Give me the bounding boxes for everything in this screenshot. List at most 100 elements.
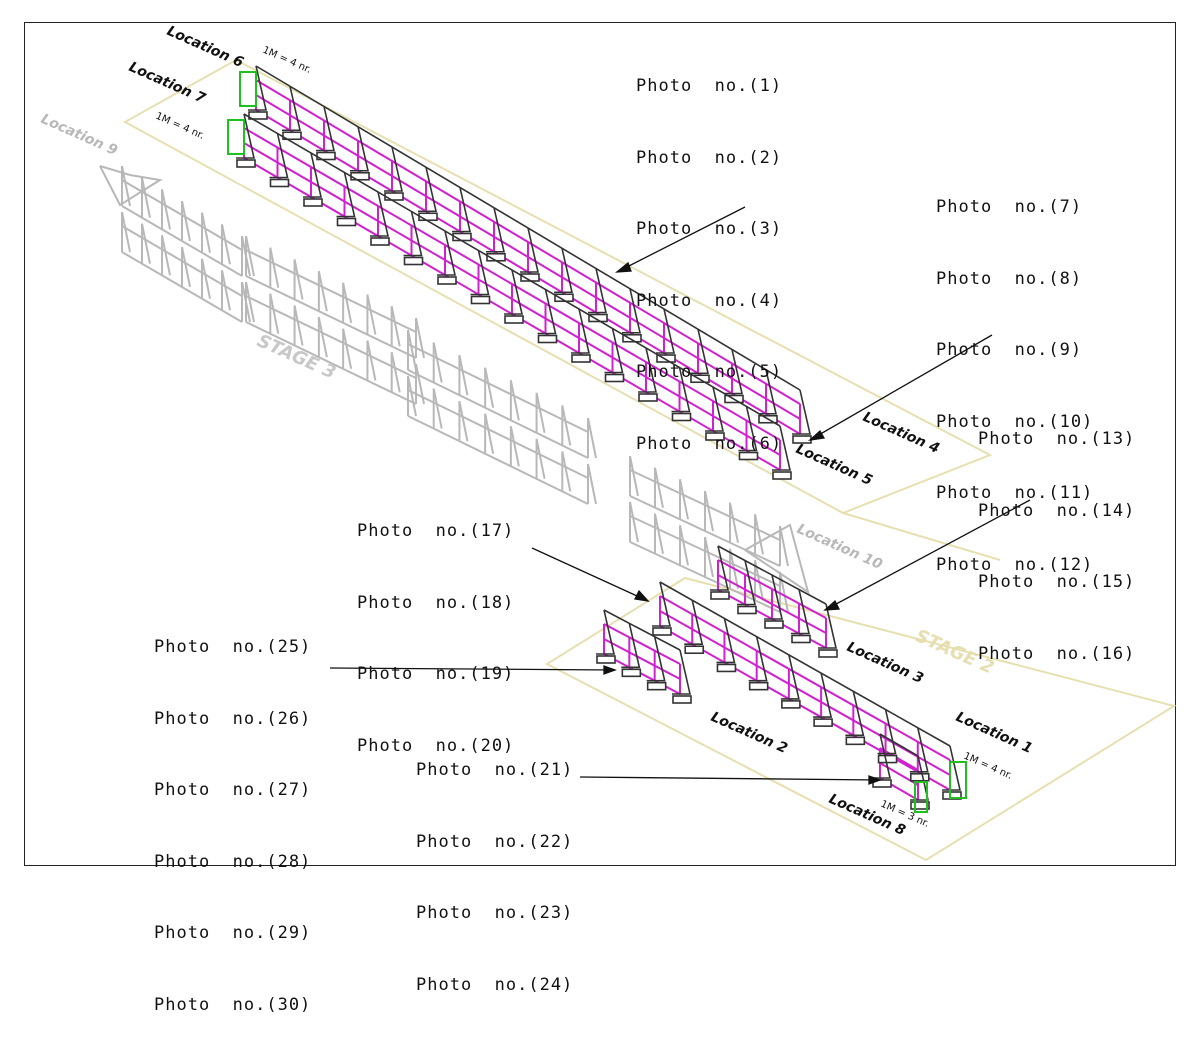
- location-2-short-run-footing: [596, 655, 616, 664]
- location-2-short-run-brace: [596, 609, 616, 655]
- location-9-structure-brace: [161, 189, 171, 230]
- location-7-end-marker: [227, 119, 245, 155]
- stage-3-lower-structure-rail: [407, 415, 589, 505]
- stage-3-lower-structure-brace: [587, 463, 597, 505]
- location-6-run-brace: [656, 308, 676, 354]
- photo-list-25-30: Photo no.(25) Photo no.(26) Photo no.(27…: [154, 597, 311, 1047]
- photo-label: Photo no.(12): [936, 554, 1094, 575]
- location-1-run-footing: [877, 754, 898, 764]
- location-1-run-brace: [845, 691, 865, 737]
- location-3-upper-run-footing: [791, 634, 811, 644]
- location-8-run-brace: [872, 733, 892, 779]
- leader-photo-21-24: [579, 776, 881, 781]
- location-9-structure-brace: [121, 211, 131, 253]
- photo-label: Photo no.(15): [978, 572, 1136, 593]
- stage-3-lower-structure-brace: [432, 388, 443, 429]
- location-3-upper-run-footing: [737, 605, 757, 615]
- location-3-upper-run-strut-line: [717, 545, 827, 605]
- location-6-run-brace: [486, 207, 506, 253]
- location-2-short-run-brace: [621, 623, 641, 669]
- photo-label: Photo no.(21): [416, 760, 574, 780]
- location-7-run-brace: [437, 230, 457, 276]
- location-2-short-run-footing: [646, 681, 667, 691]
- stage-3-lower-structure-brace: [484, 367, 495, 408]
- support-trusses: [236, 65, 962, 810]
- location-1-end-marker: [949, 761, 967, 799]
- stage-3-lower-structure-brace: [509, 426, 520, 467]
- location-3-upper-run-brace: [737, 560, 757, 606]
- leader-photo-7-12: [809, 334, 993, 441]
- stage-3-middle-structure-brace: [245, 235, 255, 277]
- leader-arrows: [329, 206, 1031, 785]
- stage-3-middle-structure-brace: [293, 305, 304, 346]
- stage-upper-outline: [122, 58, 993, 515]
- arrowhead-photo-21-24: [868, 775, 882, 785]
- location-7-run-footing: [336, 217, 357, 227]
- location-1-run-brace: [652, 581, 672, 627]
- location-7-run-brace: [236, 113, 256, 159]
- location-6-run-brace: [622, 288, 642, 334]
- stage-3-lower-structure-brace: [561, 405, 572, 446]
- photo-list-1-6: Photo no.(1) Photo no.(2) Photo no.(3) P…: [636, 36, 782, 486]
- stage-3-lower-structure-brace: [535, 438, 546, 480]
- location-6-run-footing: [588, 313, 608, 323]
- stage-3-lower-structure-brace: [458, 354, 469, 396]
- location-6-run-brace: [554, 248, 574, 294]
- location-1-run-brace: [877, 709, 897, 755]
- location-7-run-footing: [470, 295, 491, 305]
- stage-3-lower-structure-rail: [407, 389, 589, 479]
- location-9-outline: [99, 165, 163, 207]
- stage-outlines: [122, 58, 1177, 862]
- location-7-run-brace: [738, 406, 758, 452]
- location-9-structure-brace: [141, 223, 151, 264]
- location-10-outline: [744, 523, 810, 595]
- location-10-structure-brace: [729, 502, 739, 543]
- location-10-structure-brace: [779, 525, 789, 567]
- location-1-run-footing: [845, 736, 866, 746]
- stage-3-lower-structure-brace: [432, 342, 443, 383]
- scale-note-2: 1M = 4 nr.: [154, 111, 206, 142]
- location-8-run-footing: [872, 779, 892, 788]
- location-8-end-marker: [914, 781, 928, 813]
- photo-label: Photo no.(9): [936, 340, 1083, 361]
- location-6-run-footing: [384, 192, 404, 201]
- location-10-structure-brace: [754, 514, 764, 555]
- scale-note-1: 1M = 4 nr.: [261, 45, 313, 76]
- location-7-run-footing: [705, 432, 725, 441]
- location-1-run-strut-line: [659, 581, 951, 747]
- location-6-run-brace: [758, 369, 778, 415]
- stage-3-middle-structure-brace: [317, 316, 328, 358]
- location-2-label: Location 2: [708, 709, 789, 757]
- photo-label: Photo no.(3): [636, 219, 783, 240]
- location-1-run-brace: [780, 654, 800, 700]
- photo-label: Photo no.(6): [636, 433, 783, 454]
- location-7-run-footing: [403, 256, 424, 266]
- location-7-run-footing: [772, 471, 792, 480]
- location-6-run-footing: [622, 333, 642, 343]
- location-7-run-strut-line: [243, 113, 781, 427]
- photo-label: Photo no.(20): [357, 735, 515, 756]
- end-markers: [227, 71, 967, 813]
- location-10-structure-brace: [779, 571, 789, 613]
- location-6-run-strut-line: [255, 65, 801, 391]
- location-1-run-top-rail: [659, 595, 951, 761]
- location-1-run-brace: [942, 745, 962, 791]
- photo-label: Photo no.(16): [978, 643, 1136, 664]
- location-1-run-brace: [909, 727, 929, 773]
- location-3-upper-run-footing: [764, 620, 784, 629]
- location-1-run-footing: [684, 645, 705, 655]
- stage-3-lower-structure-brace: [509, 380, 520, 421]
- location-7-run-brace: [303, 152, 323, 198]
- photo-label: Photo no.(11): [936, 483, 1094, 504]
- location-8-run-footing: [910, 801, 930, 810]
- location-9-structure-brace: [221, 224, 231, 265]
- location-2-short-run-footing: [621, 668, 642, 678]
- location-1-run-brace: [716, 618, 736, 664]
- location-7-run-brace: [336, 172, 356, 218]
- location-6-run-brace: [520, 227, 540, 273]
- location-7-run-footing: [370, 237, 390, 246]
- location-6-run-footing: [656, 354, 676, 363]
- location-7-run-footing: [571, 354, 591, 363]
- leader-photo-1-6: [616, 206, 746, 273]
- location-7-run-brace: [638, 347, 658, 393]
